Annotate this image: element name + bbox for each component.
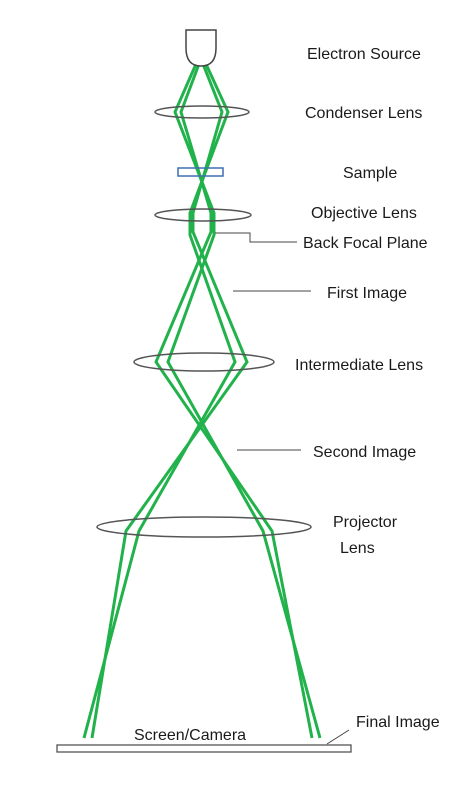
first-image-label: First Image — [327, 285, 407, 302]
second-image-label: Second Image — [313, 444, 416, 461]
projector-lens-shape — [96, 516, 312, 538]
intermediate-lens-label: Intermediate Lens — [295, 357, 423, 374]
electron-source-icon — [185, 29, 217, 67]
intermediate-lens-shape — [133, 352, 275, 372]
condenser-lens-shape — [154, 105, 250, 119]
objective-lens-shape — [154, 208, 252, 222]
screen-camera-label: Screen/Camera — [134, 727, 246, 744]
beam-ray — [166, 63, 322, 739]
final-image-leader — [326, 729, 350, 745]
final-image-label: Final Image — [356, 714, 440, 731]
sample-shape — [177, 167, 224, 177]
lens-label: Lens — [340, 540, 375, 557]
back-focal-plane-leader — [215, 232, 297, 243]
beam-ray — [82, 63, 237, 739]
sample-label: Sample — [343, 165, 397, 182]
electron-beam — [82, 63, 322, 739]
objective-lens-label: Objective Lens — [311, 205, 417, 222]
screen-camera-shape — [56, 744, 352, 753]
projector-label: Projector — [333, 514, 398, 531]
condenser-lens-label: Condenser Lens — [305, 105, 422, 122]
beam-ray — [90, 63, 249, 739]
back-focal-plane-label: Back Focal Plane — [303, 235, 428, 252]
beam-ray — [154, 63, 314, 739]
electron-source-label: Electron Source — [307, 46, 421, 63]
